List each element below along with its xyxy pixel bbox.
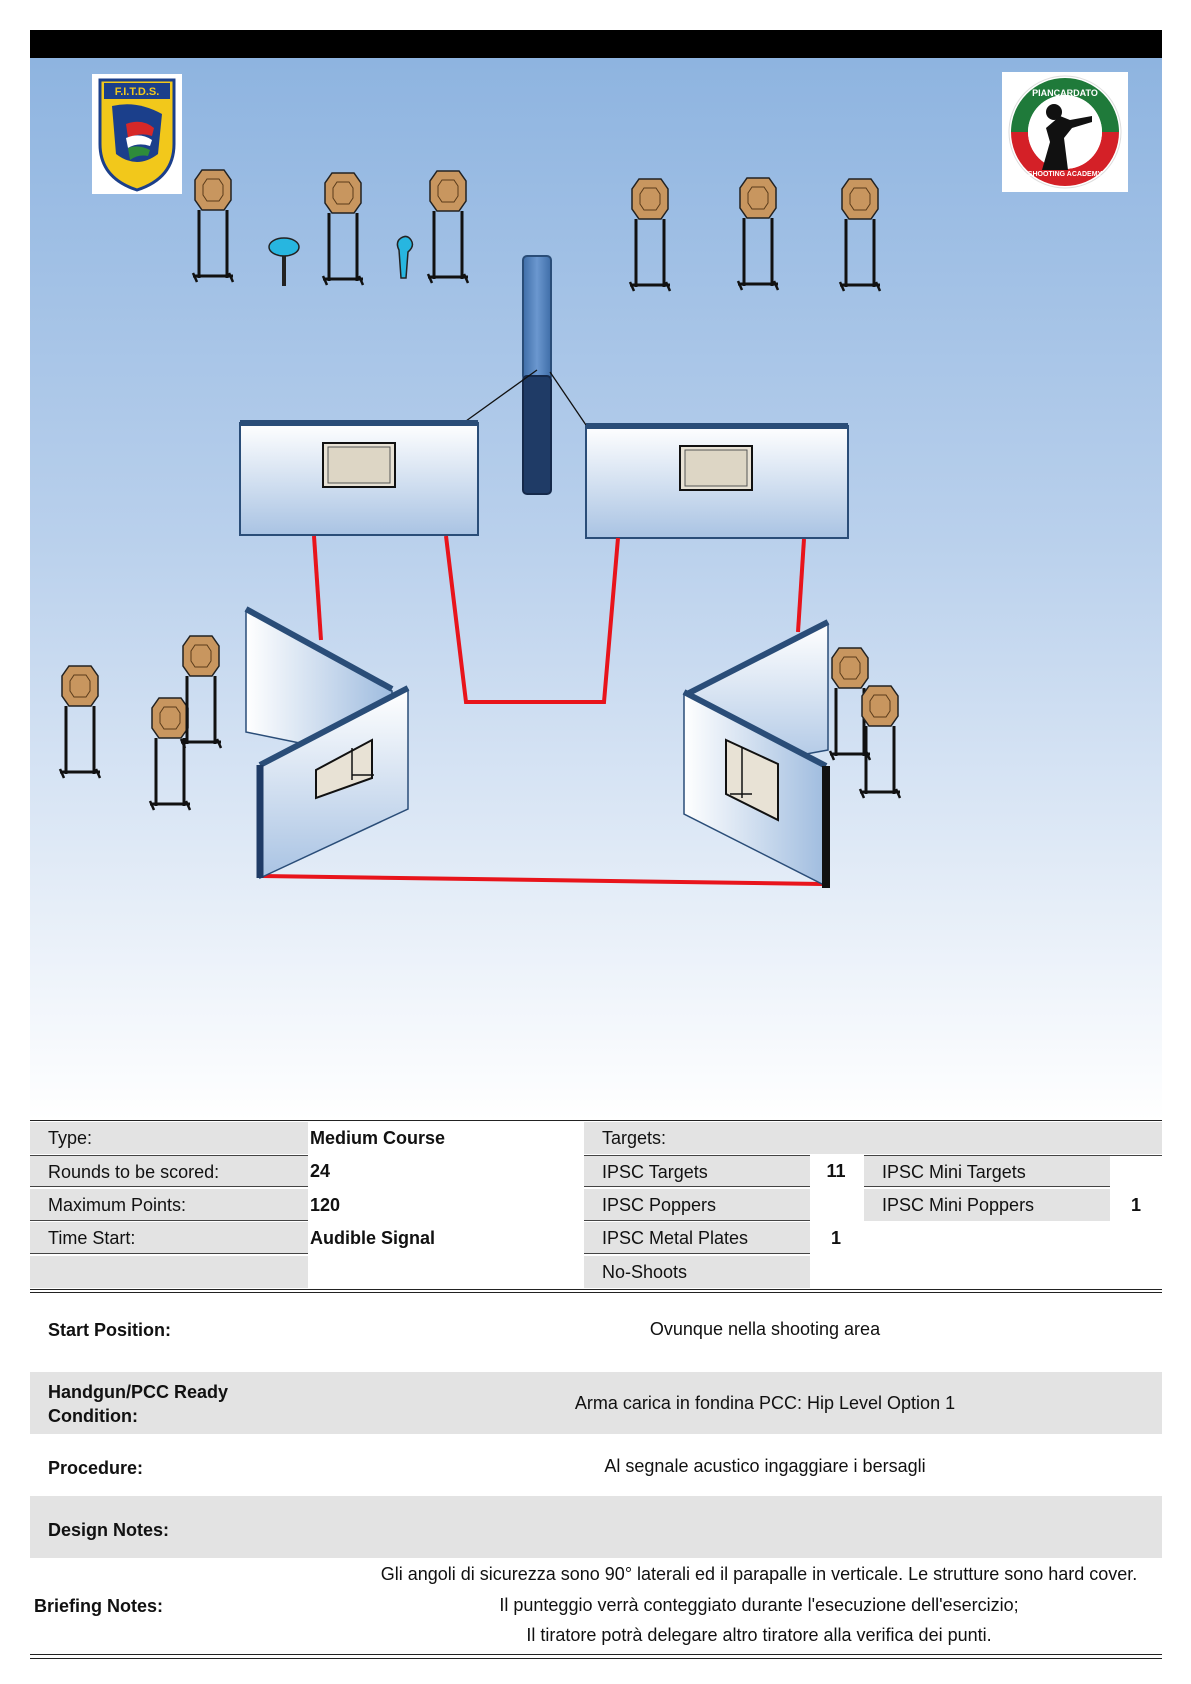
ready-condition-value: Arma carica in fondina PCC: Hip Level Op… xyxy=(574,1393,956,1413)
empty-cell xyxy=(30,1256,308,1288)
procedure-value: Al segnale acustico ingaggiare i bersagl… xyxy=(604,1456,926,1476)
barrel-icon xyxy=(465,255,589,495)
mini-targets-value xyxy=(1110,1155,1162,1187)
no-shoots-label: No-Shoots xyxy=(584,1256,810,1288)
wall-icon xyxy=(585,423,849,539)
targets-label: Targets: xyxy=(584,1122,1162,1154)
time-value: Audible Signal xyxy=(310,1228,436,1248)
ipsc-target-icon xyxy=(628,177,672,293)
wall-icon xyxy=(682,619,830,888)
design-notes-row: Design Notes: xyxy=(30,1496,1162,1558)
metal-plates-label: IPSC Metal Plates xyxy=(584,1222,810,1254)
stage-drawing xyxy=(58,168,902,888)
ipsc-target-icon xyxy=(148,696,192,812)
points-label: Maximum Points: xyxy=(30,1189,308,1221)
briefing-line: Il punteggio verrà conteggiato durante l… xyxy=(499,1595,1019,1615)
fault-line-icon xyxy=(261,535,823,886)
type-value: Medium Course xyxy=(310,1128,446,1148)
points-value: 120 xyxy=(310,1195,341,1215)
ipsc-target-icon xyxy=(191,168,235,284)
ipsc-target-icon xyxy=(736,176,780,292)
rounds-value: 24 xyxy=(310,1161,331,1181)
briefing-notes-row: Briefing Notes: Gli angoli di sicurezza … xyxy=(30,1558,1162,1650)
design-notes-label: Design Notes: xyxy=(48,1520,170,1540)
wall-icon xyxy=(244,606,410,880)
piancardato-logo: PIANCARDATO SHOOTING ACADEMY xyxy=(1002,72,1128,192)
ipsc-poppers-value xyxy=(810,1189,862,1221)
metal-plates-value: 1 xyxy=(830,1228,841,1248)
rounds-label: Rounds to be scored: xyxy=(30,1155,308,1187)
ipsc-target-icon xyxy=(179,634,223,750)
ipsc-targets-label: IPSC Targets xyxy=(584,1155,810,1187)
briefing-line: Il tiratore potrà delegare altro tirator… xyxy=(526,1625,992,1645)
wall-icon xyxy=(239,420,479,536)
ready-condition-row: Handgun/PCC Ready Condition: Arma carica… xyxy=(30,1372,1162,1434)
procedure-row: Procedure: Al segnale acustico ingaggiar… xyxy=(30,1434,1162,1496)
top-bar xyxy=(30,30,1162,58)
briefing-line: Gli angoli di sicurezza sono 90° lateral… xyxy=(380,1564,1138,1584)
svg-text:SHOOTING ACADEMY: SHOOTING ACADEMY xyxy=(1028,171,1103,178)
mini-popper-icon xyxy=(396,235,414,279)
metal-plate-icon xyxy=(268,237,300,286)
fitds-logo: F.I.T.D.S. xyxy=(92,74,182,194)
ipsc-targets-value: 11 xyxy=(826,1161,846,1181)
ipsc-target-icon xyxy=(426,169,470,285)
ipsc-target-icon xyxy=(321,171,365,287)
start-position-value: Ovunque nella shooting area xyxy=(649,1319,881,1339)
no-shoots-value xyxy=(810,1256,862,1288)
ready-condition-label-1: Handgun/PCC Ready xyxy=(48,1382,229,1402)
type-label: Type: xyxy=(30,1122,308,1154)
ready-condition-label-2: Condition: xyxy=(48,1406,138,1426)
start-position-label: Start Position: xyxy=(48,1320,172,1340)
mini-targets-label: IPSC Mini Targets xyxy=(864,1155,1110,1187)
svg-text:F.I.T.D.S.: F.I.T.D.S. xyxy=(115,86,160,98)
briefing-notes-label: Briefing Notes: xyxy=(34,1596,164,1616)
ipsc-target-icon xyxy=(58,664,102,780)
ipsc-poppers-label: IPSC Poppers xyxy=(584,1189,810,1221)
mini-poppers-label: IPSC Mini Poppers xyxy=(864,1189,1110,1221)
ipsc-target-icon xyxy=(858,684,902,800)
procedure-label: Procedure: xyxy=(48,1458,144,1478)
time-label: Time Start: xyxy=(30,1222,308,1254)
svg-text:PIANCARDATO: PIANCARDATO xyxy=(1032,88,1098,98)
stage-diagram: F.I.T.D.S. PIANCARDATO SHOOTING ACADEMY xyxy=(30,58,1162,1120)
start-position-row: Start Position: Ovunque nella shooting a… xyxy=(30,1300,1162,1360)
ipsc-target-icon xyxy=(838,177,882,293)
mini-poppers-value: 1 xyxy=(1130,1195,1141,1215)
